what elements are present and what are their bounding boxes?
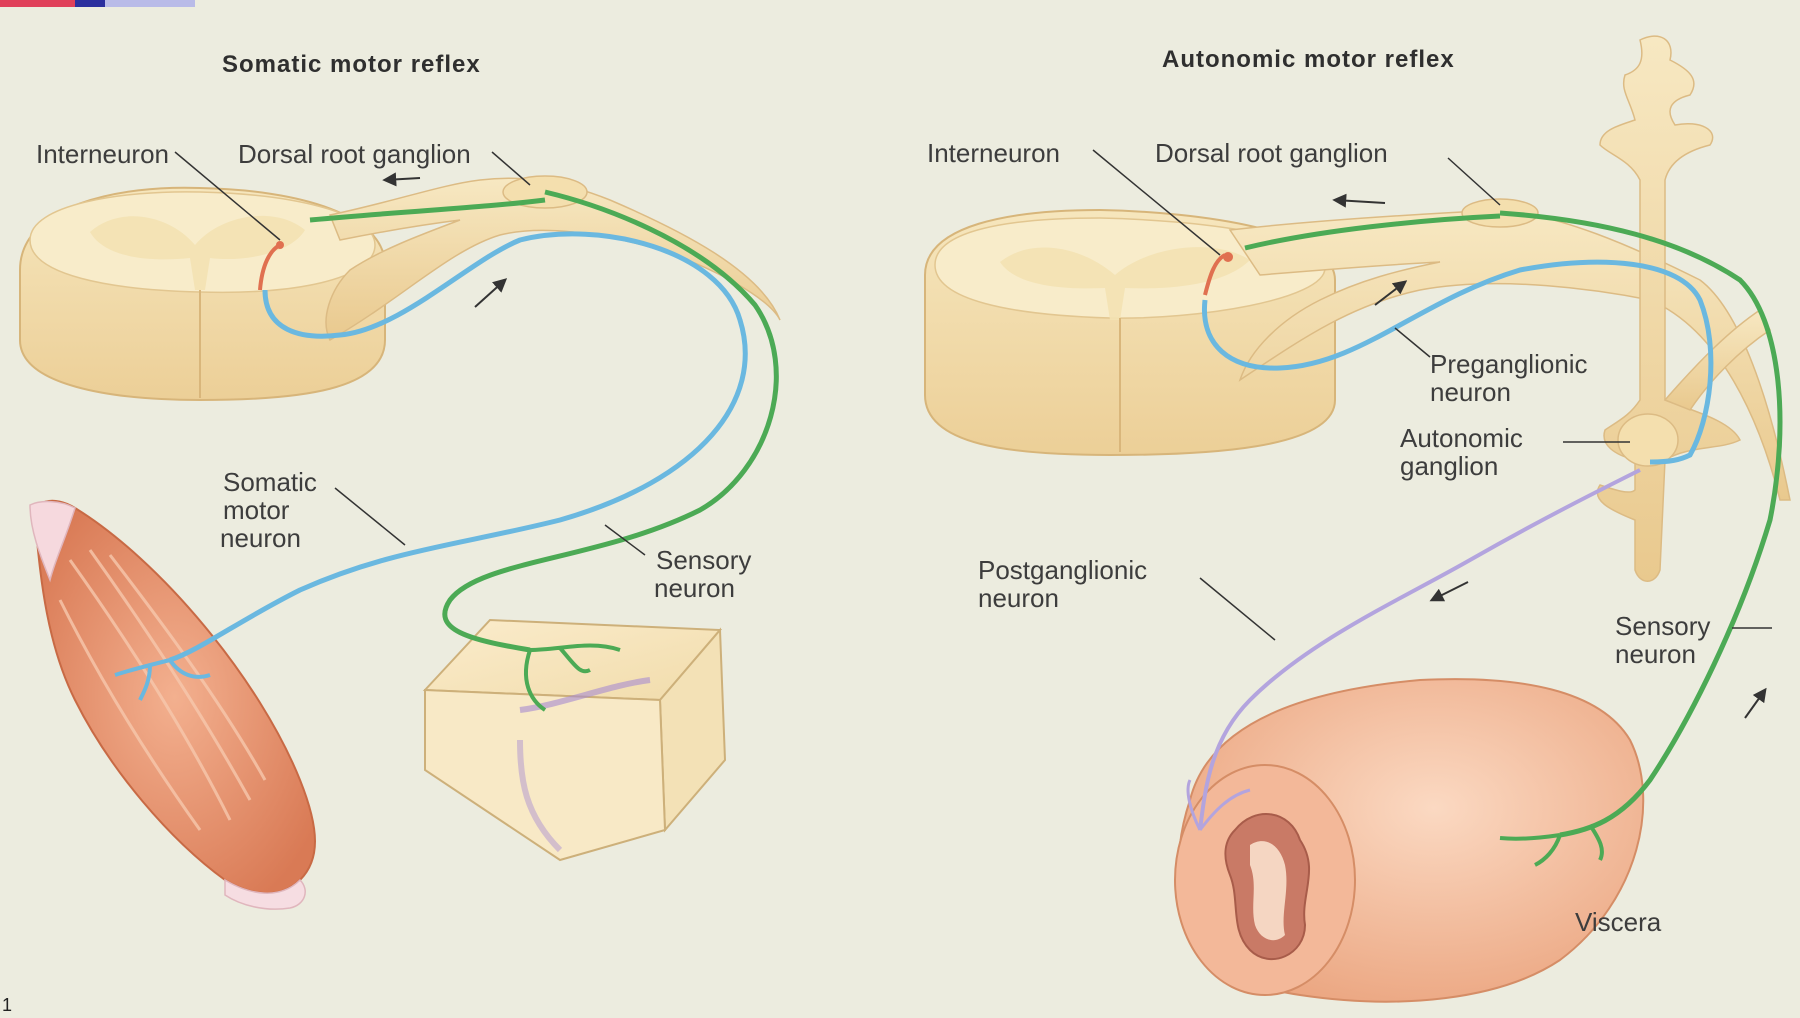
autonomic-ganglion-label-2: ganglion — [1400, 452, 1498, 481]
somatic-sensory-neuron-label-1: Sensory — [656, 546, 751, 575]
postganglionic-neuron-label-1: Postganglionic — [978, 556, 1147, 585]
autonomic-ganglion-label-1: Autonomic — [1400, 424, 1523, 453]
somatic-motor-neuron-label-1: Somatic — [223, 468, 317, 497]
somatic-sensory-neuron-label-2: neuron — [654, 574, 735, 603]
somatic-dorsal-root-ganglion-label: Dorsal root ganglion — [238, 140, 471, 169]
autonomic-sensory-neuron-label-1: Sensory — [1615, 612, 1710, 641]
postganglionic-neuron-label-2: neuron — [978, 584, 1059, 613]
viscera-label: Viscera — [1575, 908, 1661, 937]
autonomic-sensory-neuron-label-2: neuron — [1615, 640, 1696, 669]
autonomic-interneuron-label: Interneuron — [927, 139, 1060, 168]
somatic-motor-neuron-label-3: neuron — [220, 524, 301, 553]
preganglionic-neuron-label-2: neuron — [1430, 378, 1511, 407]
somatic-title: Somatic motor reflex — [222, 51, 481, 79]
preganglionic-neuron-label-1: Preganglionic — [1430, 350, 1588, 379]
somatic-interneuron-label: Interneuron — [36, 140, 169, 169]
page-marker: 1 — [2, 995, 12, 1016]
autonomic-dorsal-root-ganglion-label: Dorsal root ganglion — [1155, 139, 1388, 168]
autonomic-title: Autonomic motor reflex — [1162, 46, 1455, 74]
somatic-motor-neuron-label-2: motor — [223, 496, 289, 525]
